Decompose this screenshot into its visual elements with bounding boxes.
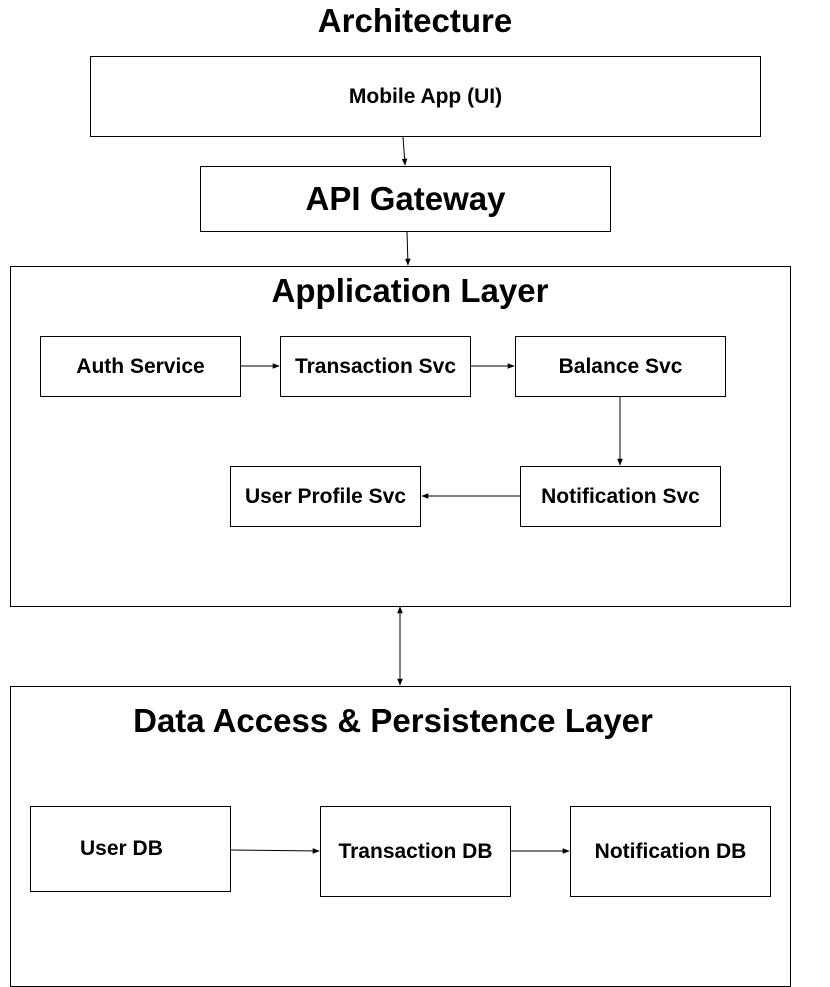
user-profile-svc-label: User Profile Svc [244,484,407,508]
notification-svc-label: Notification Svc [541,484,700,508]
notification-svc-box: Notification Svc [520,466,721,527]
user-db-box: User DB [30,806,231,892]
arrow-mobile-to-gateway [401,136,408,166]
transaction-db-label: Transaction DB [338,839,493,863]
notification-db-box: Notification DB [570,806,771,897]
auth-service-label: Auth Service [76,354,205,378]
transaction-svc-label: Transaction Svc [294,354,457,378]
api-gateway-box: API Gateway [200,166,611,232]
transaction-svc-box: Transaction Svc [280,336,471,397]
balance-svc-label: Balance Svc [558,354,683,378]
api-gateway-label: API Gateway [305,180,506,217]
notification-db-label: Notification DB [594,839,747,863]
mobile-app-label: Mobile App (UI) [348,84,503,108]
transaction-db-box: Transaction DB [320,806,511,897]
application-layer-container [10,266,791,607]
application-layer-title: Application Layer [271,272,549,309]
user-db-label: User DB [80,837,163,860]
user-profile-svc-box: User Profile Svc [230,466,421,527]
auth-service-box: Auth Service [40,336,241,397]
arrow-gateway-to-application [405,231,411,266]
data-layer-title: Data Access & Persistence Layer [133,702,653,739]
mobile-app-box: Mobile App (UI) [90,56,761,137]
balance-svc-box: Balance Svc [515,336,726,397]
diagram-title: Architecture [317,2,513,39]
